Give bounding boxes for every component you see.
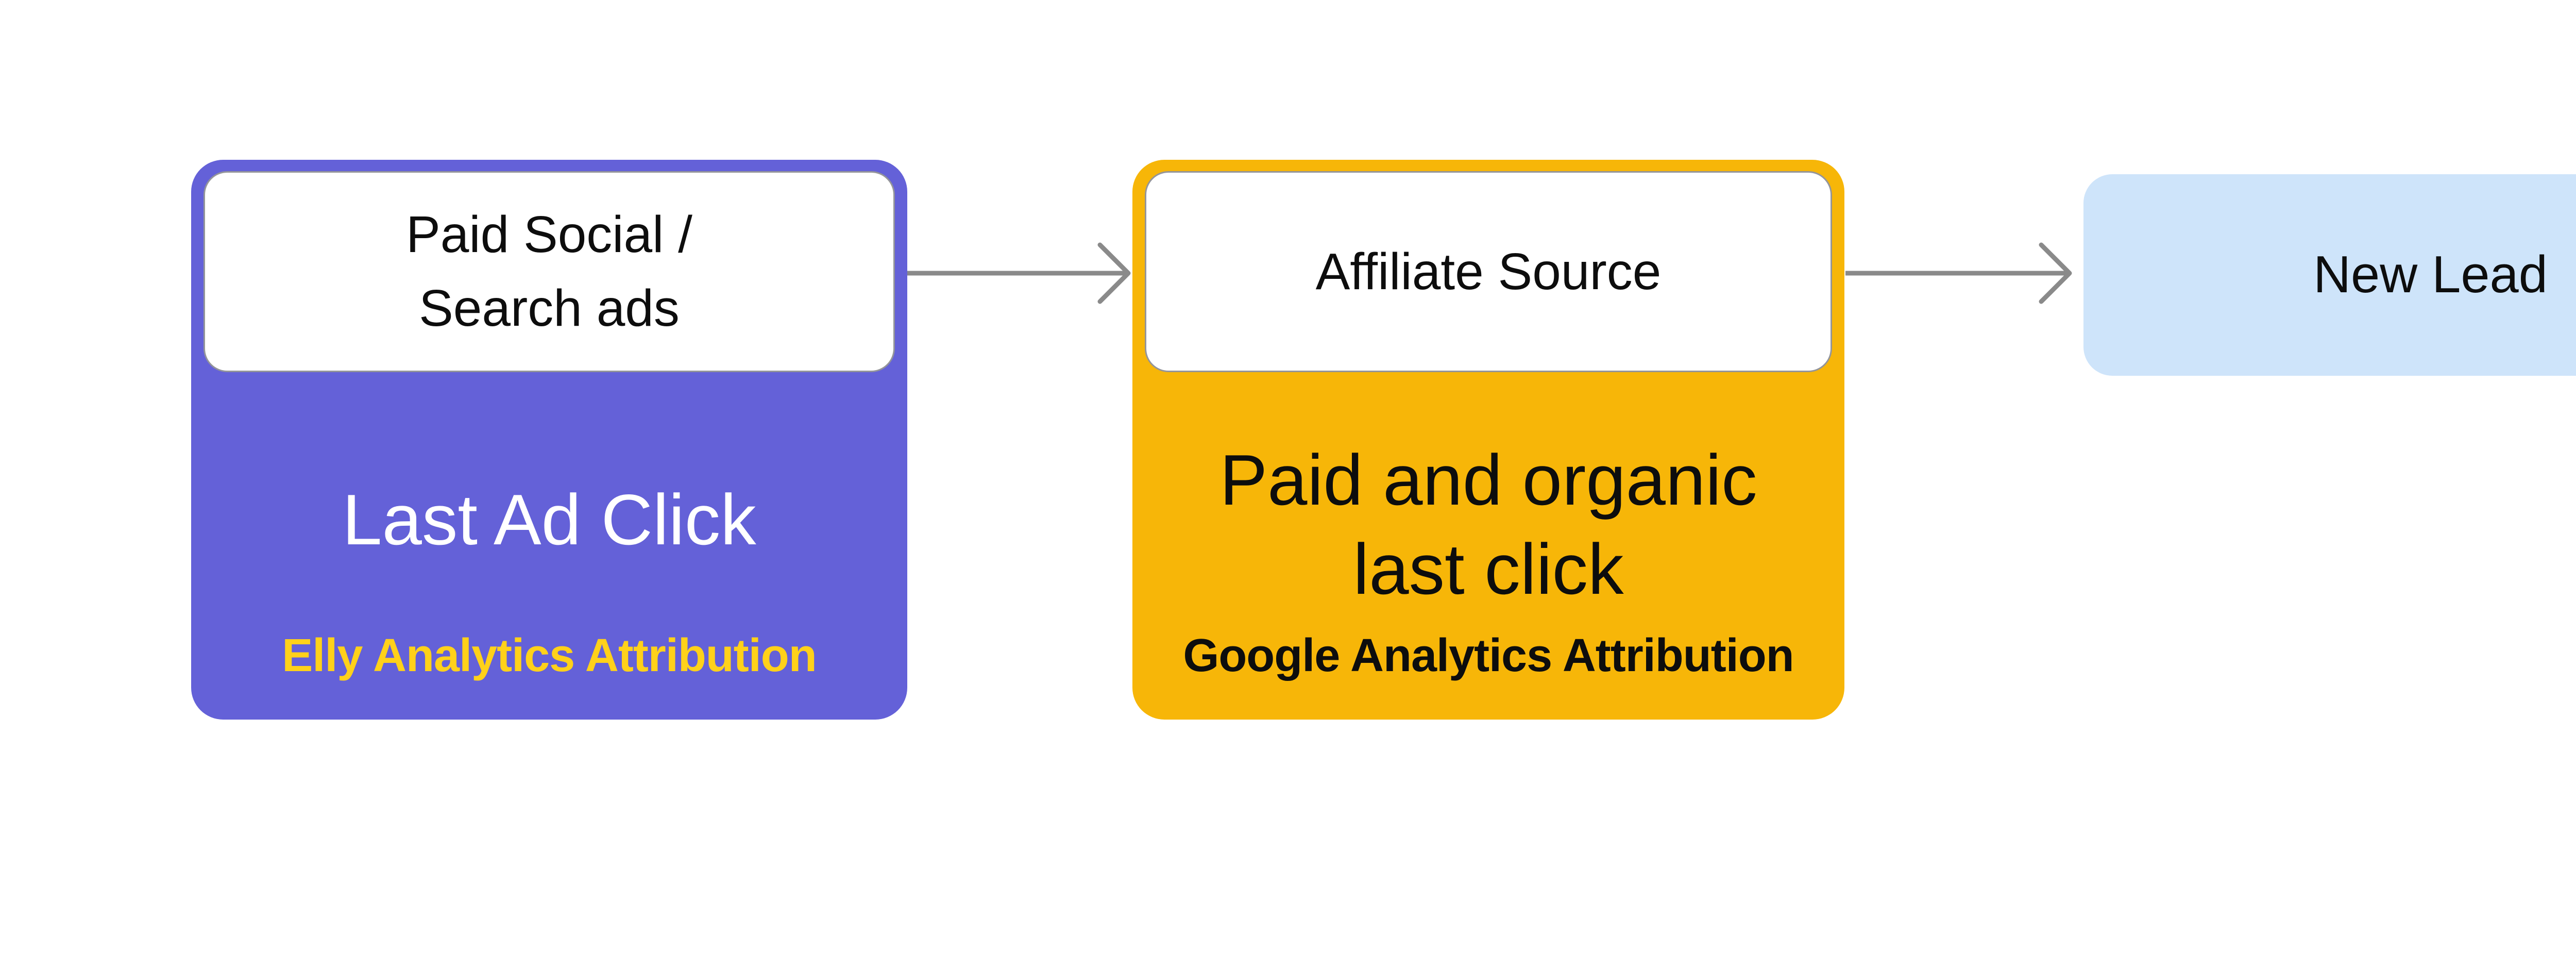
node-new-lead[interactable]: New Lead — [2083, 174, 2576, 376]
node-affiliate-source-chip[interactable]: Affiliate Source — [1145, 171, 1832, 372]
flow-arrow-icon — [907, 242, 1131, 304]
node-last-ad-click-source-chip[interactable]: Paid Social / Search ads — [204, 171, 895, 372]
source-chip-label: Paid Social / Search ads — [406, 206, 692, 337]
node-last-ad-click[interactable]: Paid Social / Search ads Last Ad Click E… — [191, 160, 907, 720]
node-title: Paid and organic last click — [1219, 440, 1757, 609]
node-title: New Lead — [2313, 246, 2548, 304]
attribution-provider-label: Elly Analytics Attribution — [282, 630, 817, 681]
flow-arrow-icon — [1845, 242, 2072, 304]
node-affiliate-source[interactable]: Affiliate Source Paid and organic last c… — [1132, 160, 1844, 720]
attribution-provider-label: Google Analytics Attribution — [1183, 630, 1794, 681]
source-chip-label: Affiliate Source — [1315, 242, 1662, 301]
node-title: Last Ad Click — [342, 480, 756, 560]
